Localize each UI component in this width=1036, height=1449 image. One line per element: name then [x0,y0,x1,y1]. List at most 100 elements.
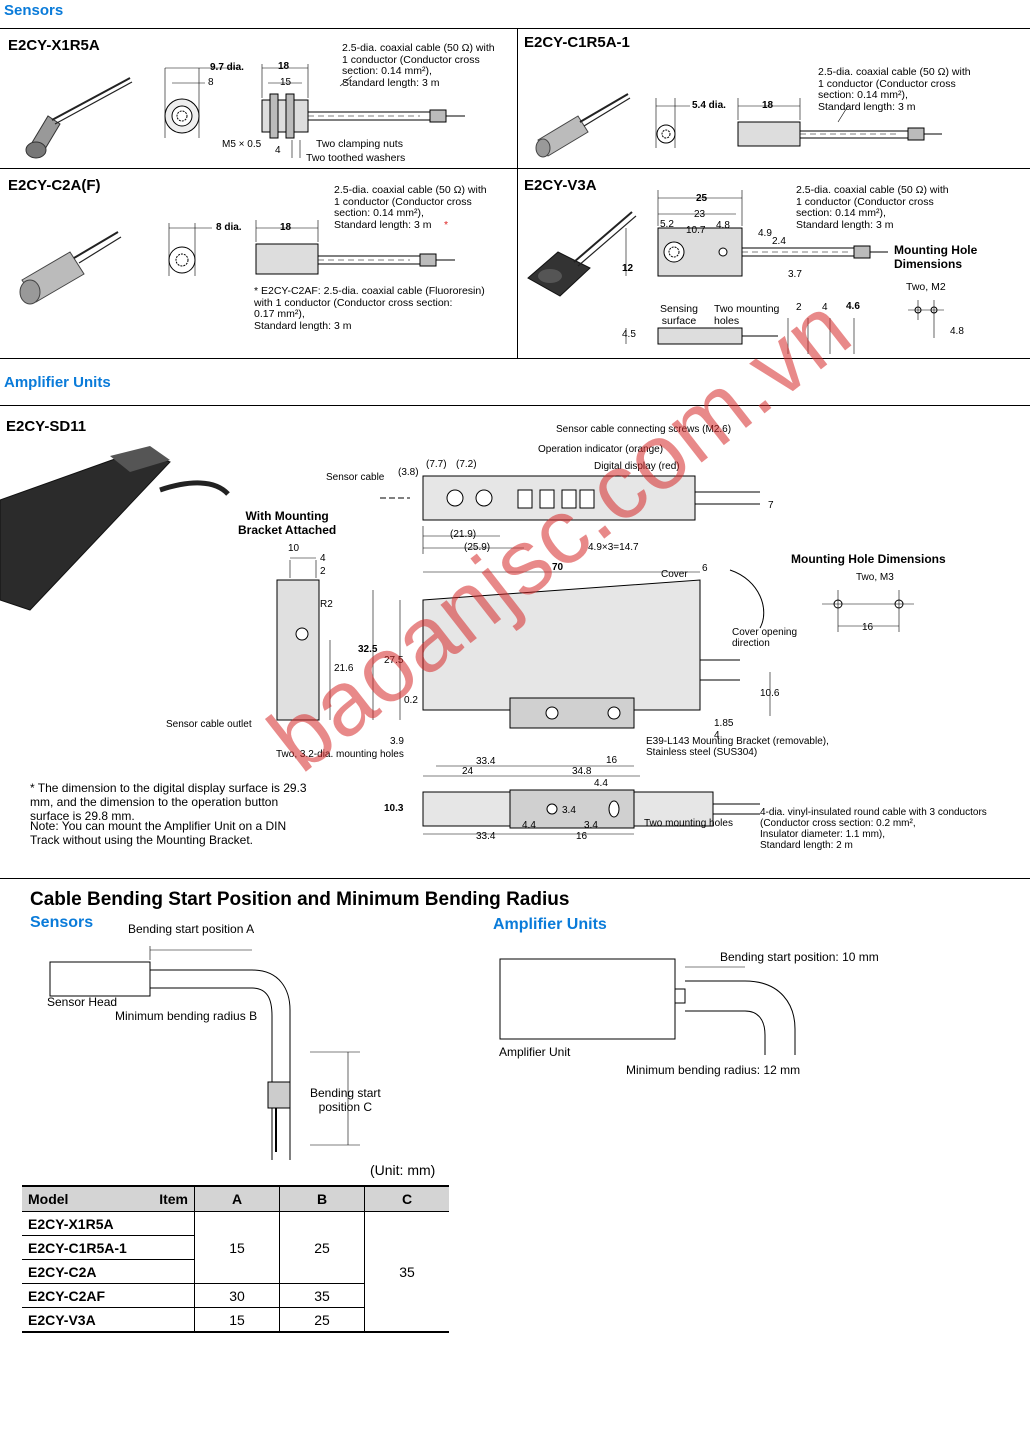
header-a: A [194,1185,280,1212]
section-title-sensors: Sensors [4,2,64,19]
label-display: Digital display (red) [594,461,680,472]
cable-note: 2.5-dia. coaxial cable (50 Ω) with 1 con… [796,184,949,231]
dim-4-8: 4.8 [716,220,730,231]
divider [0,358,1030,359]
dim-18: 18 [762,100,774,111]
dim-8: 8 [208,77,214,88]
dim-7-2: (7.2) [456,459,477,470]
table-row: E2CY-C2AF 30 35 [22,1283,449,1308]
divider-vertical [517,28,518,358]
dim-16: 16 [862,622,874,633]
dim-25-9: (25.9) [464,542,491,553]
dim-4-4: 4.4 [594,778,608,789]
dim-4-9: 4.9 [758,228,772,239]
label-two-holes-32: Two, 3.2-dia. mounting holes [276,749,404,760]
dim-12: 12 [622,263,634,274]
cell-model: E2CY-C2AF [22,1283,195,1308]
header-b: B [279,1185,365,1212]
c2af-note: * E2CY-C2AF: 2.5-dia. coaxial cable (Flu… [254,285,485,332]
x1r5a-drawing [25,64,465,159]
dim-3-7: 3.7 [788,269,802,280]
dim-3-4: 3.4 [562,805,576,816]
header-item-label: Item [159,1191,188,1207]
model-title-sd11: E2CY-SD11 [6,418,87,435]
divider [0,28,1030,29]
cable-note: 2.5-dia. coaxial cable (50 Ω) with 1 con… [818,66,971,113]
dim-16: 16 [606,755,618,766]
label-cover-dir: Cover opening direction [732,627,798,649]
dim-21-9: (21.9) [450,529,477,540]
label-two-m3: Two, M3 [856,572,894,583]
dim-27-5: 27.5 [384,655,404,666]
bending-amplifier-drawing [499,958,796,1055]
table-header-row: Model Item A B C [22,1185,449,1212]
dim-23: 23 [694,209,706,220]
v3a-drawing [527,190,944,354]
dim-3-4b: 3.4 [584,820,598,831]
dim-21-6: 21.6 [334,663,354,674]
dim-7-7: (7.7) [426,459,447,470]
cell-a-group: 15 [194,1211,280,1284]
label-pos-c: Bending start position C [310,1086,381,1114]
section-title-bending: Cable Bending Start Position and Minimum… [30,889,570,910]
dim-10-7: 10.7 [686,225,706,236]
model-title-c2a: E2CY-C2A(F) [8,177,101,194]
footnote: * The dimension to the digital display s… [30,781,307,823]
cell-b: 25 [279,1307,365,1333]
model-title-c1r5a: E2CY-C1R5A-1 [524,34,630,51]
label-clamping-nuts: Two clamping nuts [316,138,403,150]
header-model-label: Model [28,1191,69,1207]
dim-4b: 4 [714,730,720,741]
mh-title: Mounting Hole Dimensions [791,552,946,566]
dim-4-6: 4.6 [846,301,860,312]
dim-10-3: 10.3 [384,803,404,814]
header-model: Model Item [22,1185,195,1212]
label-sensor-head: Sensor Head [47,995,118,1009]
dim-4: 4 [822,302,828,313]
label-r2: R2 [320,599,333,610]
label-amp-radius: Minimum bending radius: 12 mm [626,1063,801,1077]
dim-4-5: 4.5 [622,329,636,340]
dim-18: 18 [278,61,290,72]
cell-model: E2CY-C1R5A-1 [22,1235,195,1260]
dim-0-2: 0.2 [404,695,418,706]
label-sensing-surface: Sensing surface [660,303,698,327]
note: Note: You can mount the Amplifier Unit o… [30,819,287,847]
dim-m5: M5 × 0.5 [222,139,262,150]
mounting-hole-title: Mounting Hole Dimensions [894,243,978,271]
label-cover: Cover [661,569,688,580]
label-sensor-cable: Sensor cable [326,472,385,483]
label-indicator: Operation indicator (orange) [538,444,664,455]
sensor-photo [25,77,133,159]
dim-4-8b: 4.8 [950,326,964,337]
bending-amplifier-title: Amplifier Units [493,916,607,933]
dim-1-85: 1.85 [714,718,734,729]
cell-a: 15 [194,1307,280,1333]
dim-70: 70 [552,562,564,573]
dim-2: 2 [796,302,802,313]
cell-model: E2CY-C2A [22,1259,195,1284]
table-row: E2CY-C1R5A-1 [22,1235,449,1260]
cable-note: 2.5-dia. coaxial cable (50 Ω) with 1 con… [334,184,487,231]
cell-a: 30 [194,1283,280,1308]
dim-7: 7 [768,500,774,511]
dim-25: 25 [696,193,708,204]
asterisk: * [444,219,449,231]
header-c: C [364,1185,449,1212]
label-amp-unit: Amplifier Unit [499,1045,571,1059]
table-row: E2CY-X1R5A 15 25 35 [22,1211,449,1333]
dim-34-8: 34.8 [572,766,592,777]
table-unit: (Unit: mm) [370,1162,436,1178]
dim-4-9x3: 4.9×3=14.7 [588,542,639,553]
dim-18: 18 [280,222,292,233]
dim-9-7-dia: 9.7 dia. [210,62,244,73]
c1r5a-drawing [535,93,942,158]
label-toothed-washers: Two toothed washers [306,152,406,164]
label-two-m2: Two, M2 [906,281,946,293]
cell-c-group: 35 [364,1211,449,1333]
cable-note: 2.5-dia. coaxial cable (50 Ω) with 1 con… [342,42,495,89]
sd11-drawing [0,446,914,835]
dim-5-4-dia: 5.4 dia. [692,100,726,111]
bending-sensors-title: Sensors [30,914,94,931]
dim-4: 4 [275,145,281,156]
